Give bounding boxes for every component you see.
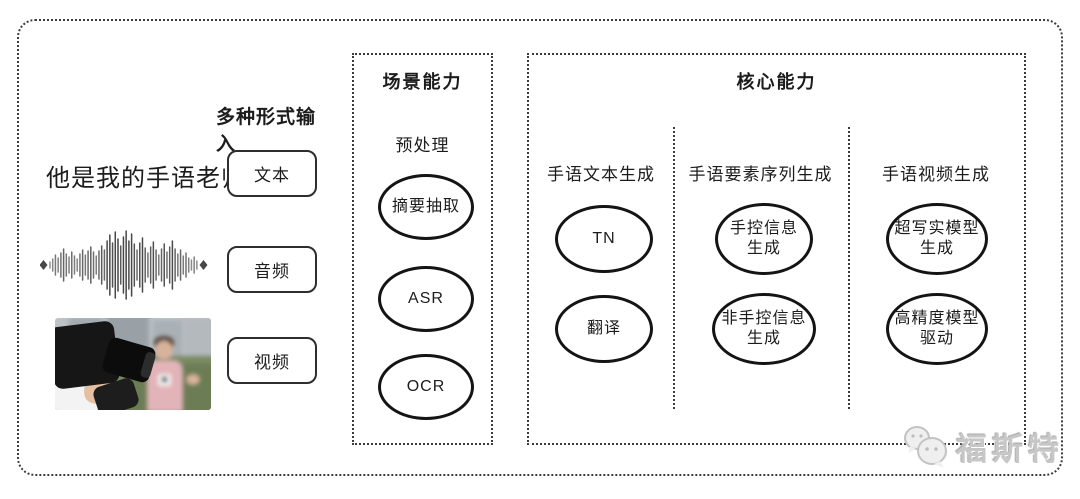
node-asr: ASR (378, 266, 474, 332)
node-high-precision-model-driving: 高精度模型 驱动 (886, 293, 988, 365)
photo-reporter-hand (186, 374, 200, 385)
node-ocr: OCR (378, 354, 474, 420)
photo-microphone-dot (162, 377, 167, 382)
core-capability-box: 核心能力 手语文本生成 手语要素序列生成 手语视频生成 TN 翻译 手控信息 生… (527, 53, 1026, 445)
node-summary-extraction: 摘要抽取 (378, 174, 474, 240)
scene-capability-title: 场景能力 (382, 72, 463, 92)
scene-capability-box: 场景能力 预处理 摘要抽取 ASR OCR (352, 53, 493, 445)
column-divider (848, 127, 850, 409)
chat-bubbles-icon (904, 426, 947, 468)
sample-sentence-text: 他是我的手语老师 (46, 165, 246, 192)
outer-dotted-frame (17, 19, 1063, 476)
column-header-sign-element-sequence-generation: 手语要素序列生成 (688, 165, 833, 184)
node-hyperrealistic-model-generation: 超写实模型 生成 (886, 203, 988, 275)
audio-waveform-icon (40, 230, 208, 300)
interview-video-photo (55, 318, 211, 410)
node-translation: 翻译 (555, 295, 653, 363)
column-header-sign-text-generation: 手语文本生成 (547, 165, 655, 184)
watermark-text: 福斯特 (956, 431, 1064, 467)
photo-reporter-head (155, 340, 173, 360)
input-type-video-box: 视频 (227, 337, 317, 384)
node-nonmanual-info-generation: 非手控信息 生成 (712, 293, 816, 365)
node-tn: TN (555, 205, 653, 273)
input-type-audio-box: 音频 (227, 246, 317, 293)
column-header-sign-video-generation: 手语视频生成 (882, 165, 990, 184)
preprocessing-label: 预处理 (395, 136, 450, 155)
input-type-text-box: 文本 (227, 150, 317, 197)
core-capability-title: 核心能力 (736, 72, 817, 92)
column-divider (673, 127, 675, 409)
input-section-label: 多种形式输入 (216, 107, 317, 155)
node-manual-info-generation: 手控信息 生成 (715, 203, 813, 275)
input-type-audio-label: 音频 (254, 262, 290, 281)
input-type-text-label: 文本 (254, 166, 290, 185)
input-type-video-label: 视频 (254, 353, 290, 372)
watermark: 福斯特 (900, 420, 1064, 472)
photo-building-shape (183, 318, 211, 362)
